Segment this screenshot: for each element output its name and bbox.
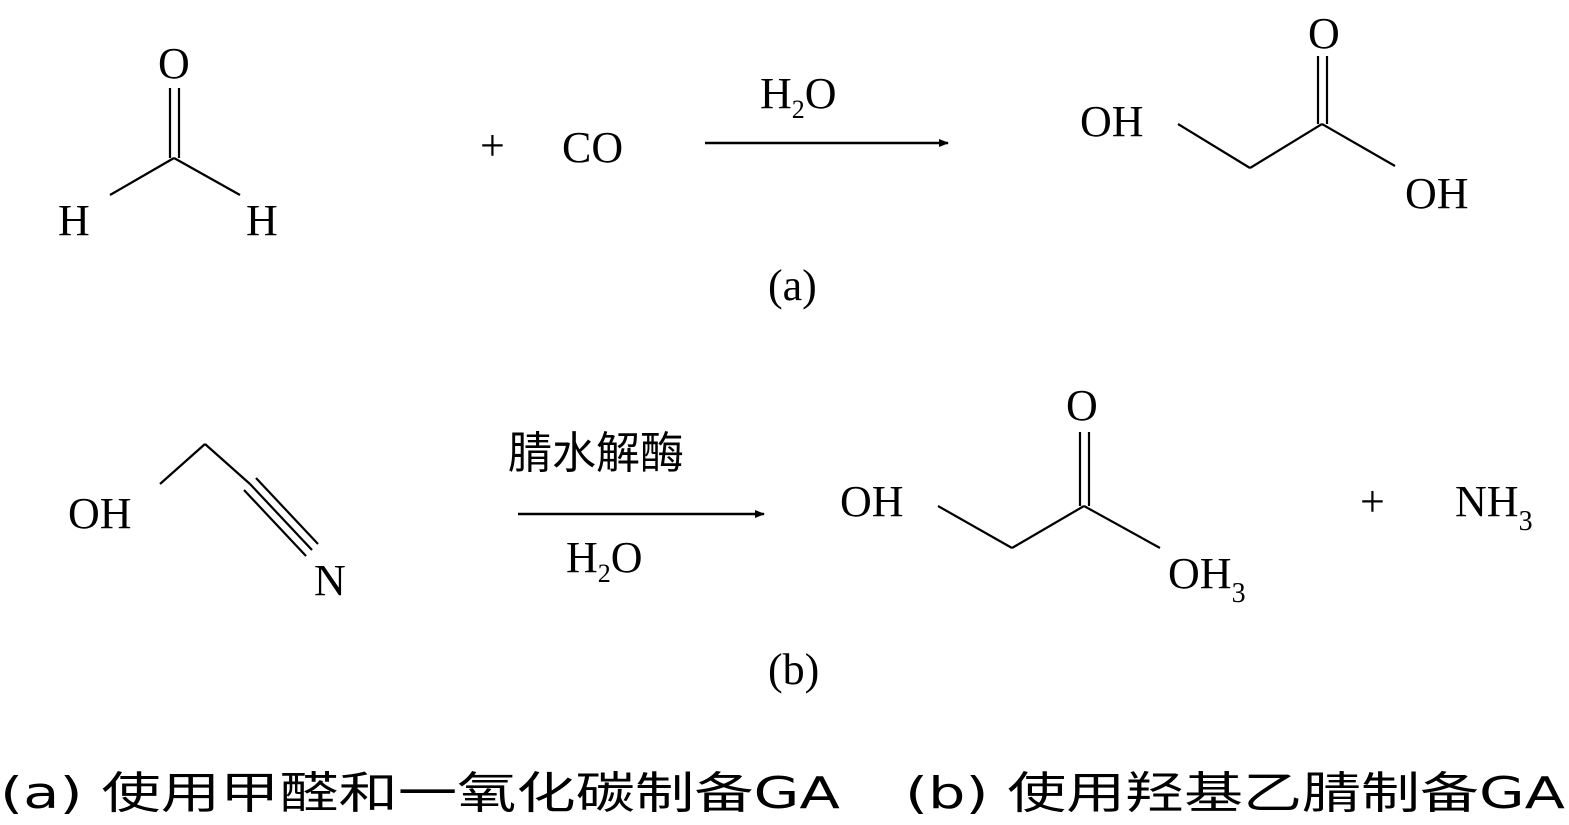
carbon-monoxide-label: CO bbox=[562, 123, 623, 172]
reaction-arrow-a: H2O bbox=[705, 69, 949, 147]
reaction-a: O H H + CO H2O OH O OH (a) bbox=[58, 9, 1469, 310]
product-a-bond-2 bbox=[1249, 123, 1323, 169]
plus-sign-a: + bbox=[480, 121, 505, 170]
reactant-b-bond-1 bbox=[159, 443, 206, 485]
formaldehyde-h-left-label: H bbox=[58, 196, 90, 245]
formaldehyde-h-right-label: H bbox=[246, 196, 278, 245]
caption-b: (b) 使用羟基乙腈制备GA bbox=[905, 768, 1565, 819]
triple-bond-line-3 bbox=[255, 477, 319, 545]
ammonia-label: NH3 bbox=[1455, 477, 1533, 537]
formaldehyde-structure: O H H bbox=[58, 39, 278, 245]
glycolic-acid-structure-b: OH O OH3 bbox=[840, 381, 1246, 609]
condition-water-a: H2O bbox=[760, 69, 837, 124]
product-b-bond-1 bbox=[937, 505, 1013, 549]
glycolonitrile-structure: OH N bbox=[68, 443, 346, 605]
reactant-b-n-label: N bbox=[314, 556, 346, 605]
reactant-b-oh-label: OH bbox=[68, 489, 132, 538]
formaldehyde-oxygen-label: O bbox=[158, 39, 190, 88]
product-b-oxygen-label: O bbox=[1066, 381, 1098, 430]
reaction-b: OH N 腈水解酶 H2O OH O OH3 + NH3 (b) bbox=[68, 381, 1533, 694]
product-b-bond-2 bbox=[1011, 505, 1085, 549]
product-a-oh-left-label: OH bbox=[1080, 97, 1144, 146]
product-a-bond-1 bbox=[1177, 123, 1251, 169]
caption-a: (a) 使用甲醛和一氧化碳制备GA bbox=[0, 768, 840, 819]
c-h-bond-left bbox=[109, 157, 175, 196]
figure-caption: (a) 使用甲醛和一氧化碳制备GA (b) 使用羟基乙腈制备GA bbox=[0, 768, 1565, 819]
product-a-oxygen-label: O bbox=[1308, 9, 1340, 58]
product-b-oh-left-label: OH bbox=[840, 477, 904, 526]
triple-bond-line-1 bbox=[249, 483, 313, 551]
condition-enzyme: 腈水解酶 bbox=[508, 428, 684, 479]
product-b-bond-3 bbox=[1083, 505, 1161, 549]
reaction-a-tag: (a) bbox=[768, 261, 817, 310]
plus-sign-b: + bbox=[1360, 477, 1385, 526]
reaction-arrow-b: 腈水解酶 H2O bbox=[508, 428, 765, 588]
product-b-oh-right-label: OH3 bbox=[1168, 549, 1246, 609]
reaction-b-tag: (b) bbox=[768, 645, 819, 694]
triple-bond-line-2 bbox=[243, 489, 307, 557]
product-a-bond-3 bbox=[1321, 123, 1396, 167]
reactant-b-bond-2 bbox=[204, 443, 251, 485]
c-h-bond-right bbox=[173, 157, 241, 196]
product-a-oh-right-label: OH bbox=[1405, 169, 1469, 218]
glycolic-acid-structure-a: OH O OH bbox=[1080, 9, 1469, 218]
condition-water-b: H2O bbox=[566, 533, 643, 588]
